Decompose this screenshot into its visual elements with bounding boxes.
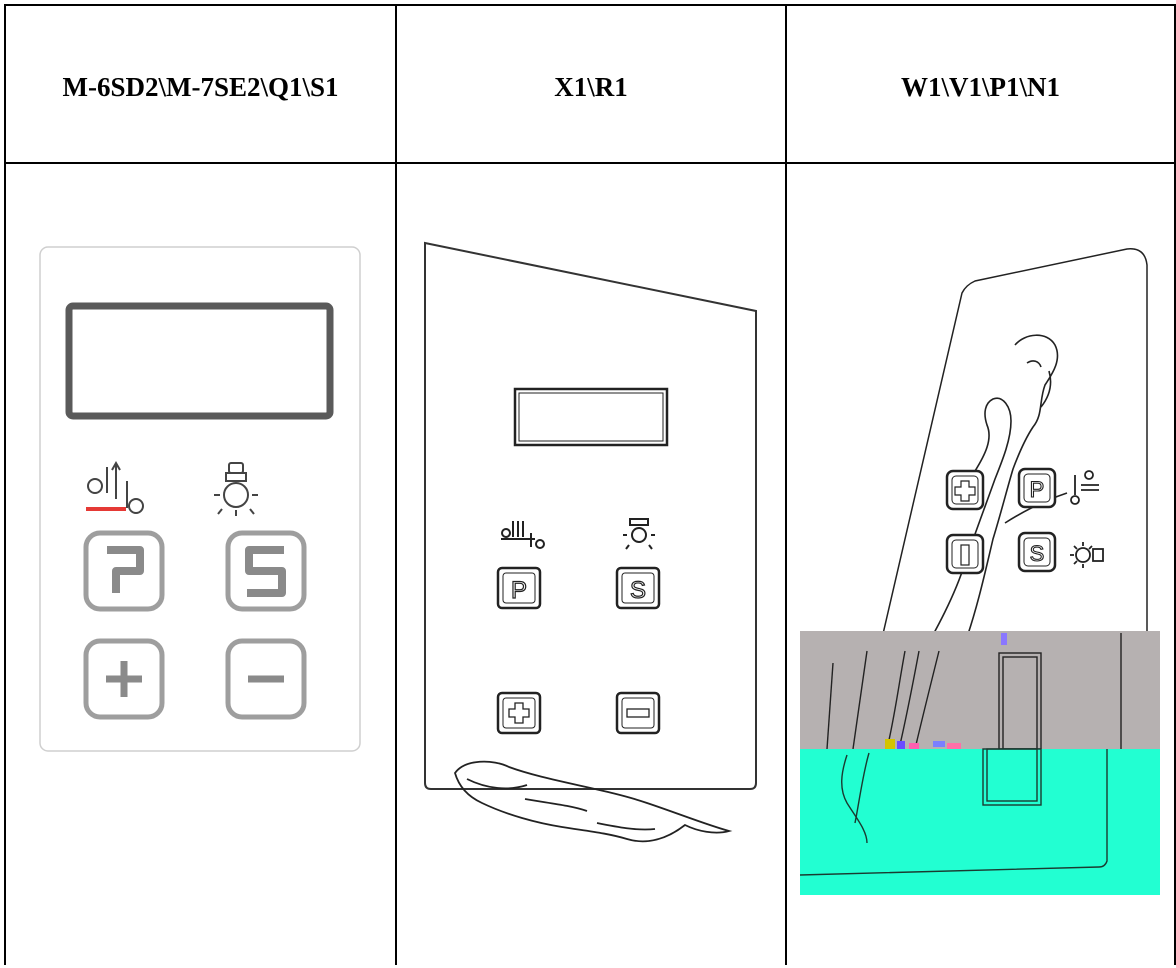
header-cell-3: W1\V1\P1\N1 <box>787 6 1174 168</box>
cyan-band-lines <box>799 748 1108 876</box>
panel-outline <box>424 241 757 790</box>
display-window <box>513 387 669 447</box>
header-cell-1: M-6SD2\M-7SE2\Q1\S1 <box>6 6 395 168</box>
panel-cell-1 <box>6 163 395 963</box>
header-label: X1\R1 <box>554 71 628 102</box>
lamp-icon <box>214 462 258 516</box>
control-panel-x1r1: P S <box>424 241 757 843</box>
color-noise <box>885 739 961 749</box>
lamp-icon <box>623 518 655 550</box>
jaguar-logo <box>454 760 733 843</box>
plus-key[interactable] <box>945 469 985 511</box>
plus-key[interactable] <box>83 638 165 720</box>
column-divider-2 <box>785 4 787 965</box>
column-divider-1 <box>395 4 397 965</box>
lamp-icon <box>1070 542 1104 568</box>
p-key[interactable]: P <box>1017 467 1057 509</box>
panel-cell-3: P S <box>787 163 1174 963</box>
p-key-glyph: P <box>1030 477 1045 502</box>
minus-key[interactable] <box>615 691 661 735</box>
needle-position-icon <box>501 521 545 549</box>
p-key[interactable]: P <box>496 566 542 610</box>
s-key-glyph <box>245 546 286 597</box>
p-key-glyph: P <box>511 577 527 604</box>
needle-position-icon <box>86 460 144 514</box>
plus-key[interactable] <box>496 691 542 735</box>
s-key-glyph: S <box>1030 541 1045 566</box>
header-divider <box>4 162 1176 164</box>
display-window <box>65 302 334 420</box>
grey-artifact-band <box>800 631 1160 749</box>
minus-key[interactable] <box>225 638 307 720</box>
control-panel-m6sd2 <box>39 246 361 752</box>
thread-trim-icon <box>1070 470 1099 505</box>
p-key[interactable] <box>83 530 165 612</box>
table-border-right <box>1174 4 1176 965</box>
table-border-top <box>4 4 1176 6</box>
header-label: W1\V1\P1\N1 <box>901 71 1060 102</box>
panel-cell-2: P S <box>397 163 785 963</box>
color-noise <box>1001 633 1007 645</box>
header-cell-2: X1\R1 <box>397 6 785 168</box>
table-border-left <box>4 4 6 965</box>
s-key[interactable]: S <box>615 566 661 610</box>
grey-band-lines <box>826 633 1122 750</box>
s-key[interactable]: S <box>1017 531 1057 573</box>
p-key-glyph <box>107 546 144 593</box>
panel-outline <box>866 248 1148 704</box>
s-key-glyph: S <box>630 577 646 604</box>
header-label: M-6SD2\M-7SE2\Q1\S1 <box>62 71 339 102</box>
control-panel-w1v1: P S <box>799 248 1160 895</box>
minus-key[interactable] <box>945 533 985 575</box>
s-key[interactable] <box>225 530 307 612</box>
